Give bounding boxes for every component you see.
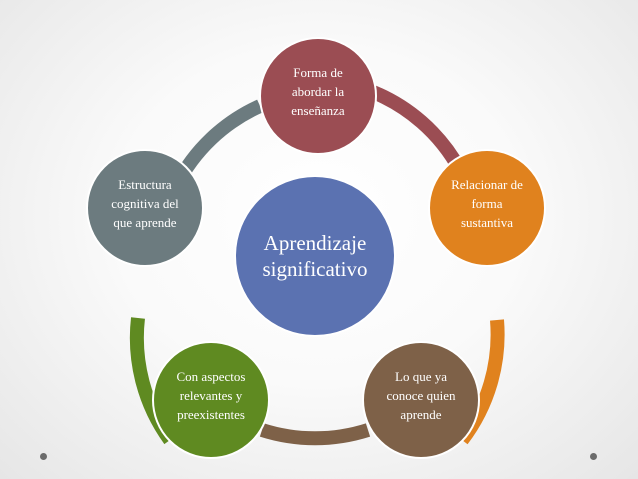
node-circle-right — [428, 149, 546, 267]
slide-corner-dot-left — [40, 453, 47, 460]
node-circle-bottom-left — [152, 341, 270, 459]
node-circle-bottom-right — [362, 341, 480, 459]
slide-corner-dot-right — [590, 453, 597, 460]
node-circle-top — [259, 37, 377, 155]
node-label-top: Forma de abordar la enseñanza — [291, 64, 345, 118]
arc-top-to-right — [365, 83, 467, 174]
node-label-bottom-right: Lo que ya conoce quien aprende — [386, 368, 456, 422]
center-label: Aprendizaje significativo — [262, 231, 368, 281]
node-circle-left — [86, 149, 204, 267]
arc-bottom-right-to-bottom-left — [259, 423, 371, 446]
node-label-left: Estructura cognitiva del que aprende — [111, 176, 179, 230]
node-label-bottom-left: Con aspectos relevantes y preexistentes — [176, 368, 246, 422]
node-label-right: Relacionar de forma sustantiva — [451, 176, 523, 230]
center-circle — [234, 175, 396, 337]
